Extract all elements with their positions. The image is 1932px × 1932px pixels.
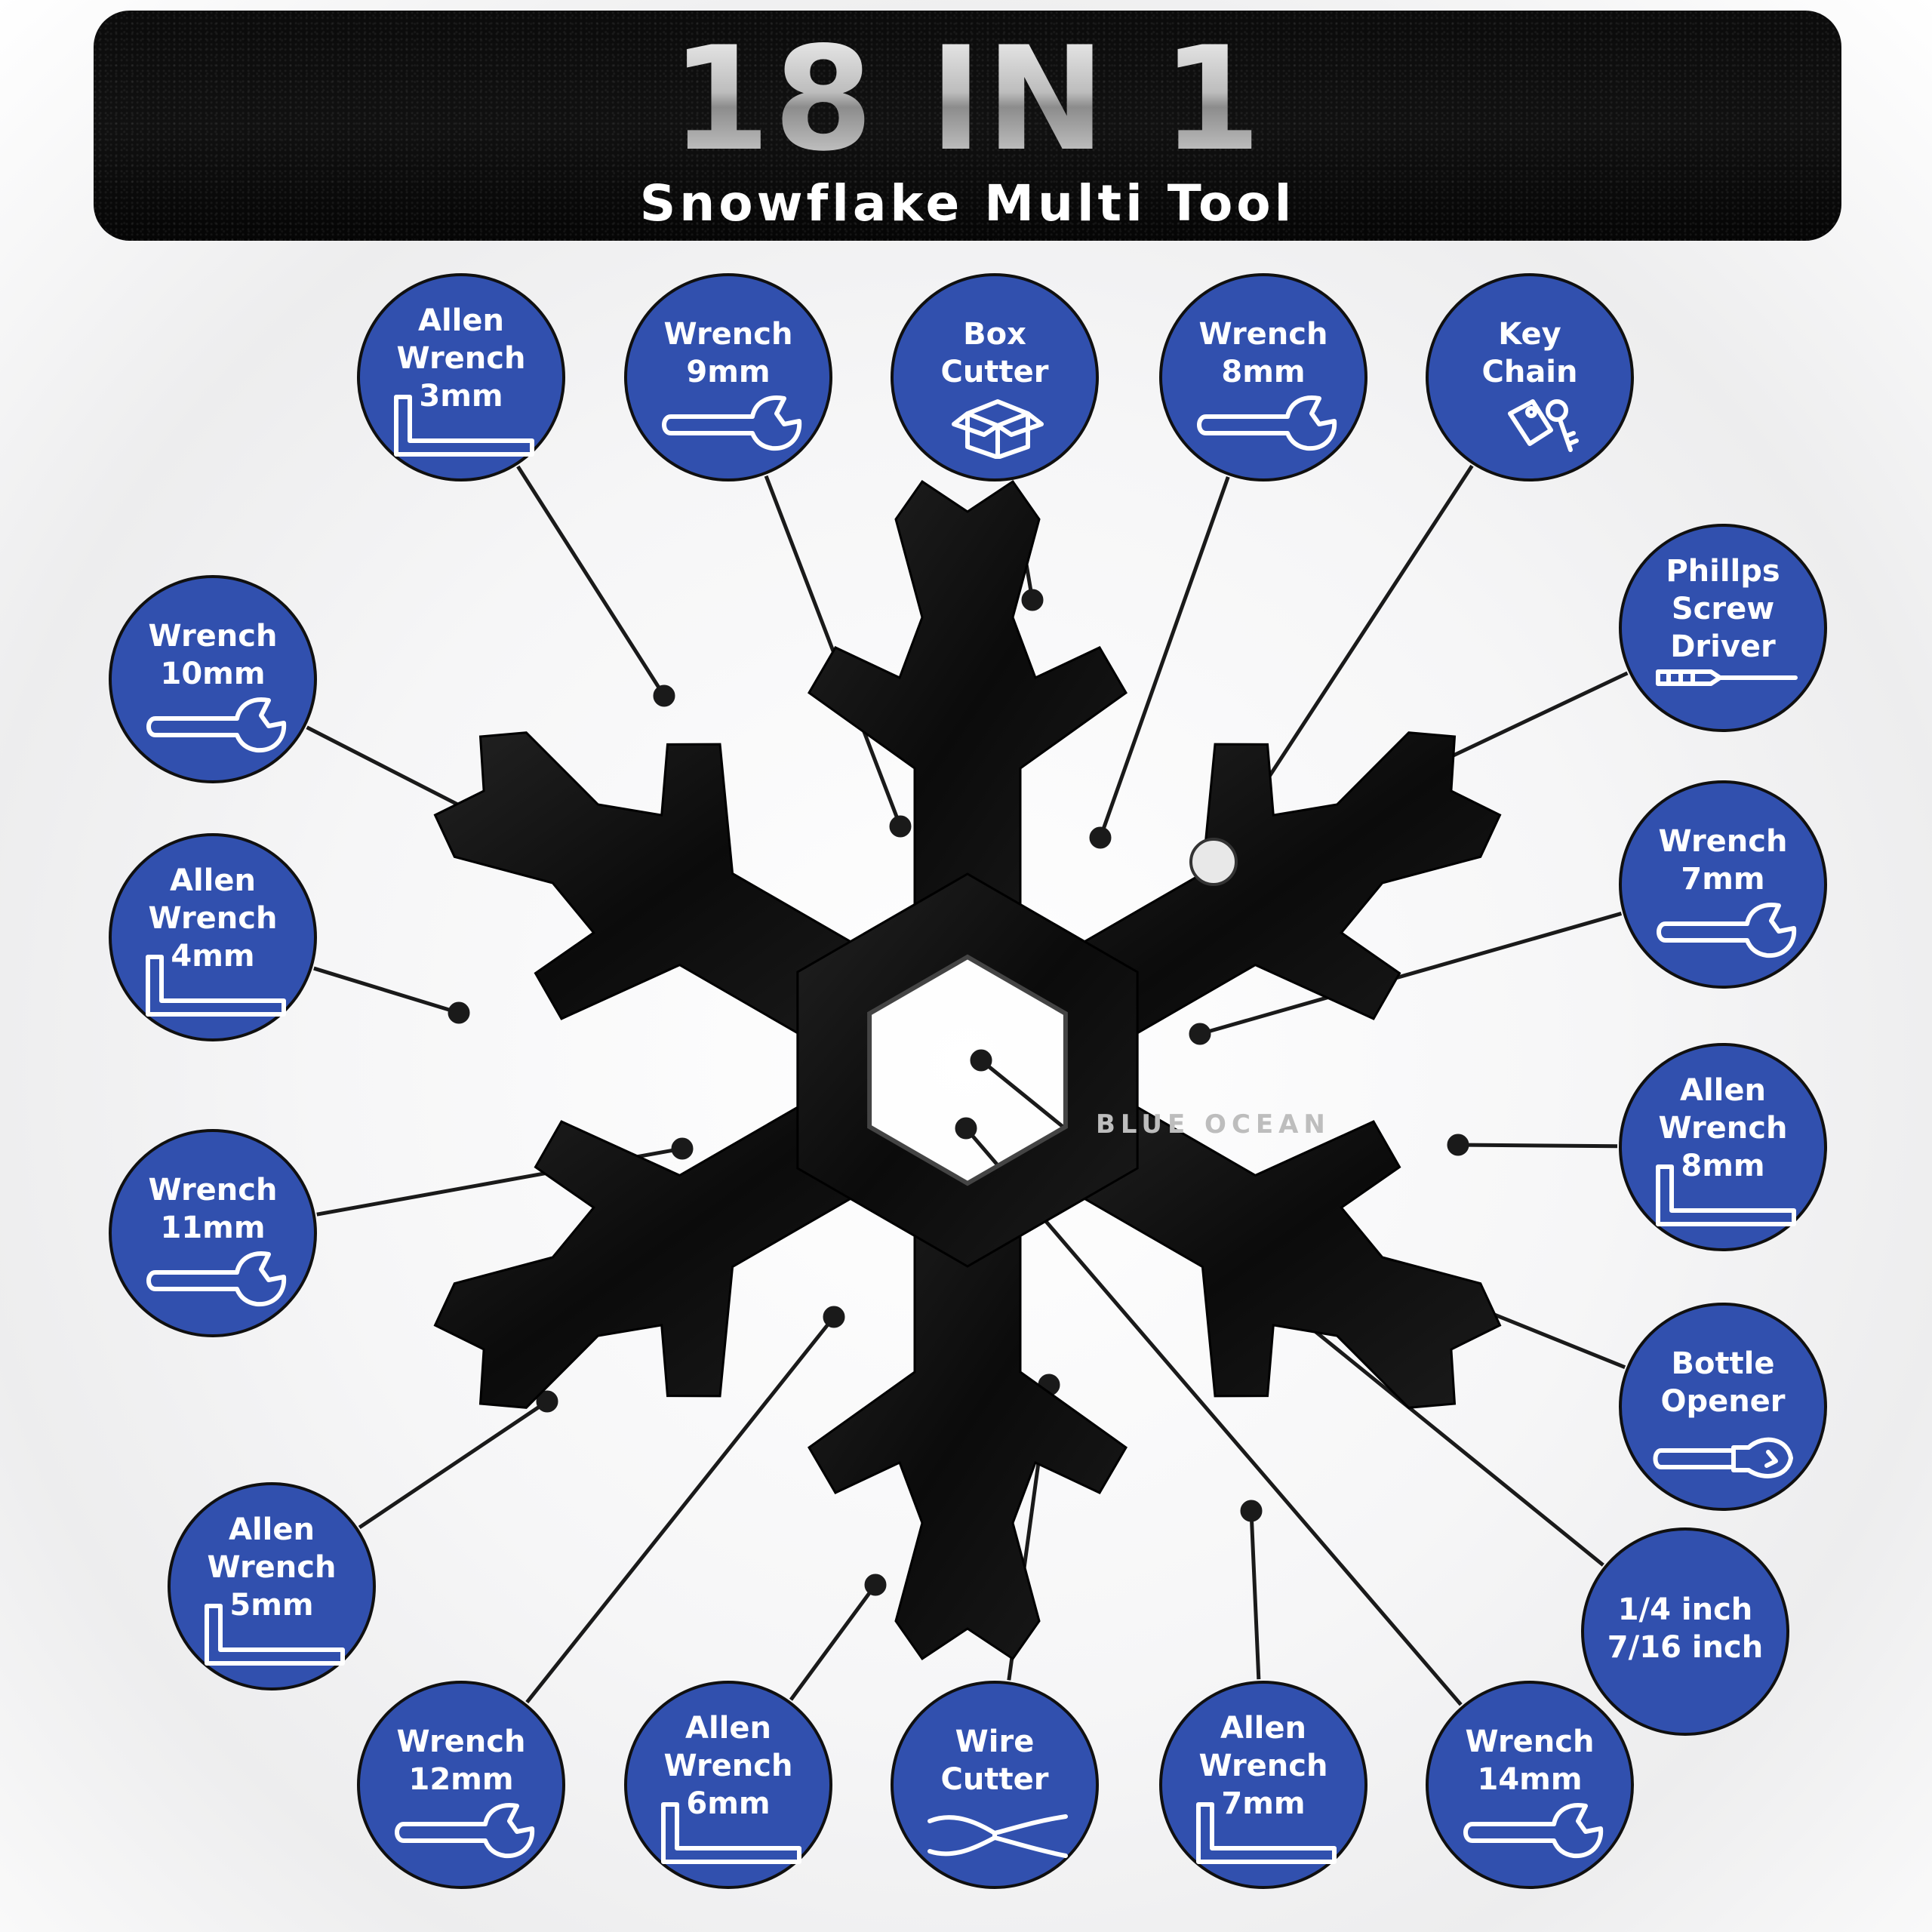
anchor-dot: [889, 815, 912, 838]
tool-bubble: Wrench 7mm: [1619, 780, 1827, 989]
tool-bubble: Wire Cutter: [891, 1681, 1099, 1889]
tool-label: Allen Wrench 7mm: [1198, 1711, 1328, 1821]
leader-line: [1098, 476, 1230, 838]
brand-engraving: BLUE OCEAN: [1096, 1109, 1331, 1140]
leader-line: [358, 1399, 549, 1530]
tool-label: Wrench 14mm: [1465, 1724, 1595, 1797]
snowflake-arm: [1044, 1083, 1502, 1409]
snowflake-arm: [1044, 731, 1502, 1057]
tool-label: Wrench 9mm: [663, 317, 793, 389]
anchor-dot: [1240, 1500, 1263, 1522]
anchor-dot: [671, 1137, 694, 1160]
tool-bubble: Allen Wrench 6mm: [624, 1681, 832, 1889]
tool-bubble: Wrench 11mm: [109, 1129, 317, 1337]
leader-line: [789, 1583, 878, 1701]
tool-label: Bottle Opener: [1660, 1346, 1786, 1419]
tool-bubble: Wrench 10mm: [109, 575, 317, 783]
hex-hole: [867, 954, 1068, 1186]
tool-label: Wrench 8mm: [1198, 317, 1328, 389]
tool-bubble: Allen Wrench 7mm: [1159, 1681, 1367, 1889]
leader-line: [964, 1127, 1463, 1706]
anchor-dot: [823, 1306, 845, 1328]
tool-label: Allen Wrench 6mm: [663, 1711, 793, 1821]
tool-bubble: 1/4 inch 7/16 inch: [1581, 1527, 1789, 1736]
tool-label: Wire Cutter: [940, 1724, 1049, 1797]
tool-label: Wrench 7mm: [1658, 824, 1788, 897]
snowflake-arm: [433, 731, 891, 1057]
snowflake-arm: [808, 1189, 1128, 1661]
tool-bubble: Box Cutter: [891, 273, 1099, 481]
anchor-dot: [1021, 589, 1044, 611]
anchor-dot: [536, 1390, 558, 1413]
leader-line: [1249, 1510, 1261, 1680]
title-banner: 18 IN 1 Snowflake Multi Tool: [94, 11, 1841, 241]
anchor-dot: [955, 1117, 977, 1140]
tool-label: Allen Wrench 3mm: [396, 303, 526, 414]
banner-title: 18 IN 1: [94, 24, 1841, 175]
anchor-dot: [448, 1001, 470, 1024]
tool-label: Allen Wrench 5mm: [207, 1512, 337, 1623]
snowflake-arm: [808, 479, 1128, 951]
tool-bubble: Key Chain: [1426, 273, 1634, 481]
tool-label: Box Cutter: [940, 317, 1049, 389]
tool-label: Key Chain: [1481, 317, 1578, 389]
tool-bubble: Allen Wrench 3mm: [357, 273, 565, 481]
tool-label: Phillps Screw Driver: [1666, 554, 1780, 664]
hex-ring: [796, 872, 1139, 1268]
tool-bubble: Wrench 12mm: [357, 1681, 565, 1889]
keyring-hole: [1189, 838, 1238, 886]
tool-bubble: Allen Wrench 8mm: [1619, 1043, 1827, 1251]
tool-label: Wrench 11mm: [148, 1173, 278, 1245]
tool-bubble: Allen Wrench 4mm: [109, 833, 317, 1041]
leader-line: [313, 966, 460, 1015]
tool-label: Wrench 12mm: [396, 1724, 526, 1797]
anchor-dot: [864, 1574, 887, 1596]
tool-bubble: Phillps Screw Driver: [1619, 524, 1827, 732]
banner-subtitle: Snowflake Multi Tool: [639, 174, 1296, 232]
anchor-dot: [1189, 1023, 1211, 1045]
anchor-dot: [970, 1049, 992, 1072]
tool-label: 1/4 inch 7/16 inch: [1607, 1592, 1764, 1665]
leader-line: [1457, 1143, 1618, 1149]
anchor-dot: [653, 685, 675, 707]
tool-label: Allen Wrench 8mm: [1658, 1073, 1788, 1183]
tool-bubble: Wrench 9mm: [624, 273, 832, 481]
leader-line: [1199, 912, 1623, 1036]
snowflake-tool: [433, 479, 1502, 1661]
snowflake-arm: [433, 1083, 891, 1409]
anchor-dot: [1089, 826, 1112, 849]
tool-bubble: Wrench 8mm: [1159, 273, 1367, 481]
tool-label: Wrench 10mm: [148, 619, 278, 691]
leader-line: [525, 1315, 835, 1704]
anchor-dot: [1447, 1134, 1469, 1156]
leader-line: [516, 465, 666, 697]
tool-bubble: Bottle Opener: [1619, 1303, 1827, 1511]
tool-label: Allen Wrench 4mm: [148, 863, 278, 974]
tool-bubble: Allen Wrench 5mm: [168, 1482, 376, 1690]
tool-bubble: Wrench 14mm: [1426, 1681, 1634, 1889]
